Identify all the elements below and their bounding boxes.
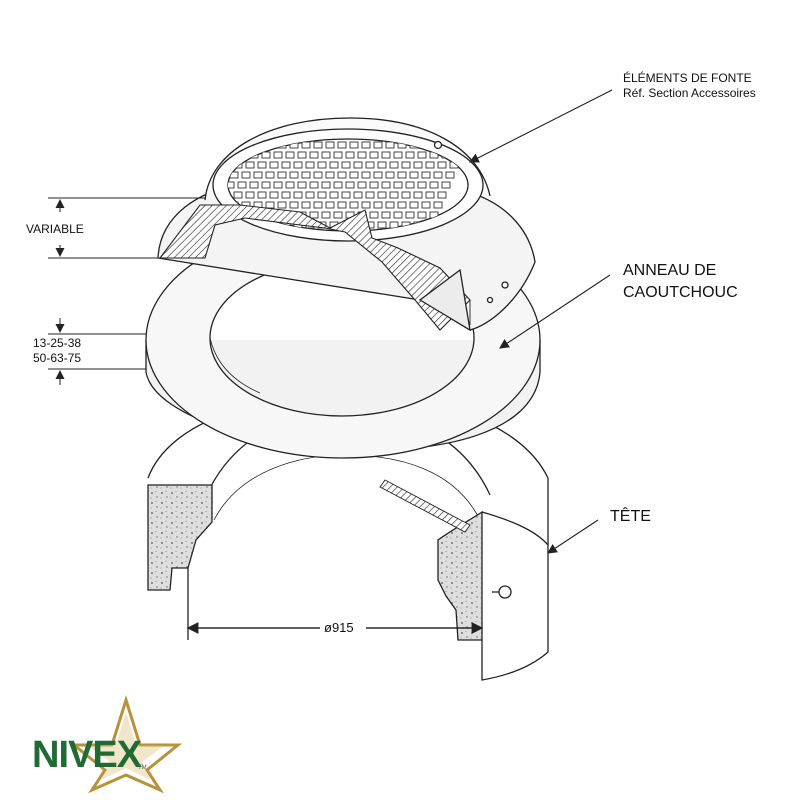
concrete-head <box>147 394 549 681</box>
leader-cast-iron <box>469 89 613 163</box>
leader-rubber-ring <box>499 274 611 349</box>
dimension-ring-heights-line2: 50-63-75 <box>33 351 82 365</box>
callout-rubber-ring-line1: ANNEAU DE <box>623 262 717 279</box>
callout-rubber-ring-line2: CAOUTCHOUC <box>623 284 738 301</box>
logo-wordmark: NIVEX <box>32 734 143 776</box>
head-right-section <box>437 510 483 641</box>
logo-star-mark <box>69 694 183 794</box>
leader-head <box>547 519 599 554</box>
dimension-lines <box>48 197 205 385</box>
callout-head: TÊTE <box>610 508 651 525</box>
callout-rubber-ring: ANNEAU DE CAOUTCHOUC <box>623 260 738 304</box>
dimension-ring-heights-line1: 13-25-38 <box>33 336 82 350</box>
callout-cast-iron: ÉLÉMENTS DE FONTE Réf. Section Accessoir… <box>623 71 756 101</box>
callout-leaders <box>469 89 613 554</box>
callout-cast-iron-line1: ÉLÉMENTS DE FONTE <box>623 71 752 85</box>
dimension-diameter: ø915 <box>324 620 354 635</box>
head-left-section <box>147 484 213 591</box>
gasket-groove <box>379 479 471 533</box>
logo-trademark: TM <box>138 765 147 771</box>
dimension-ring-heights: 13-25-38 50-63-75 <box>33 336 81 366</box>
callout-cast-iron-line2: Réf. Section Accessoires <box>623 86 756 100</box>
nivex-logo: NIVEX TM <box>32 694 183 794</box>
cast-iron-frame-and-cover <box>157 117 536 332</box>
dimension-variable: VARIABLE <box>26 222 84 236</box>
